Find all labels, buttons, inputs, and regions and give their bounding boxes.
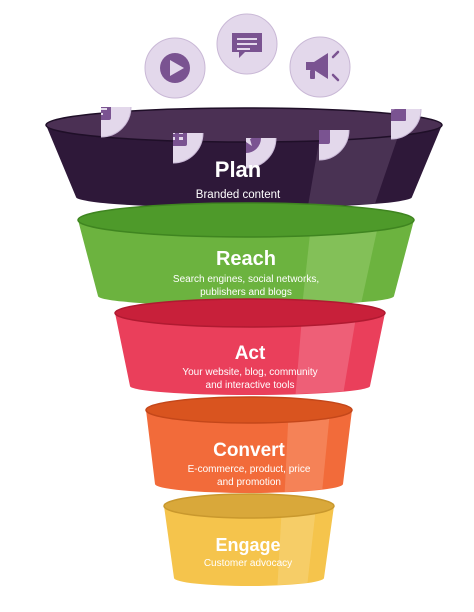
convert-stage-highlight [284, 417, 330, 493]
email-icon [391, 109, 422, 140]
engage-stage-highlight [277, 513, 316, 586]
engage-stage-body [164, 506, 334, 586]
reach-stage-body [78, 220, 414, 306]
convert-stage-top [145, 396, 353, 424]
convert-subtitle-line1: E-commerce, product, price [188, 464, 311, 475]
engage-stage-top [163, 493, 335, 519]
stage-labels: Plan Branded content Reach Search engine… [173, 157, 319, 569]
act-subtitle-line2: and interactive tools [206, 380, 295, 391]
reach-subtitle-line2: publishers and blogs [200, 287, 292, 298]
convert-stage-body [146, 410, 352, 493]
reach-stage [77, 202, 415, 306]
act-subtitle-line1: Your website, blog, community [182, 367, 317, 378]
act-stage-highlight [295, 321, 356, 395]
engage-stage [163, 493, 335, 586]
engage-title: Engage [215, 535, 280, 555]
funnel-stages [45, 107, 443, 586]
reach-stage-top [77, 202, 415, 238]
notebook-icon [319, 130, 350, 161]
plan-subtitle: Branded content [196, 189, 281, 201]
document-icon [101, 107, 132, 138]
reach-title: Reach [216, 248, 276, 270]
act-stage [114, 298, 386, 395]
engage-subtitle: Customer advocacy [204, 558, 292, 569]
plan-title: Plan [215, 157, 261, 182]
star-badge-icon [246, 138, 277, 169]
chat-bubble-icon [216, 13, 278, 75]
icon-group-back [144, 13, 351, 99]
act-title: Act [235, 343, 266, 364]
act-stage-body [115, 313, 385, 395]
megaphone-icon [289, 36, 351, 98]
reach-subtitle-line1: Search engines, social networks, [173, 274, 319, 285]
convert-subtitle-line2: and promotion [217, 477, 281, 488]
calendar-icon [173, 133, 204, 164]
act-stage-top [114, 298, 386, 328]
convert-title: Convert [213, 440, 285, 461]
play-video-icon [144, 37, 206, 99]
convert-stage [145, 396, 353, 493]
reach-stage-highlight [302, 230, 378, 305]
